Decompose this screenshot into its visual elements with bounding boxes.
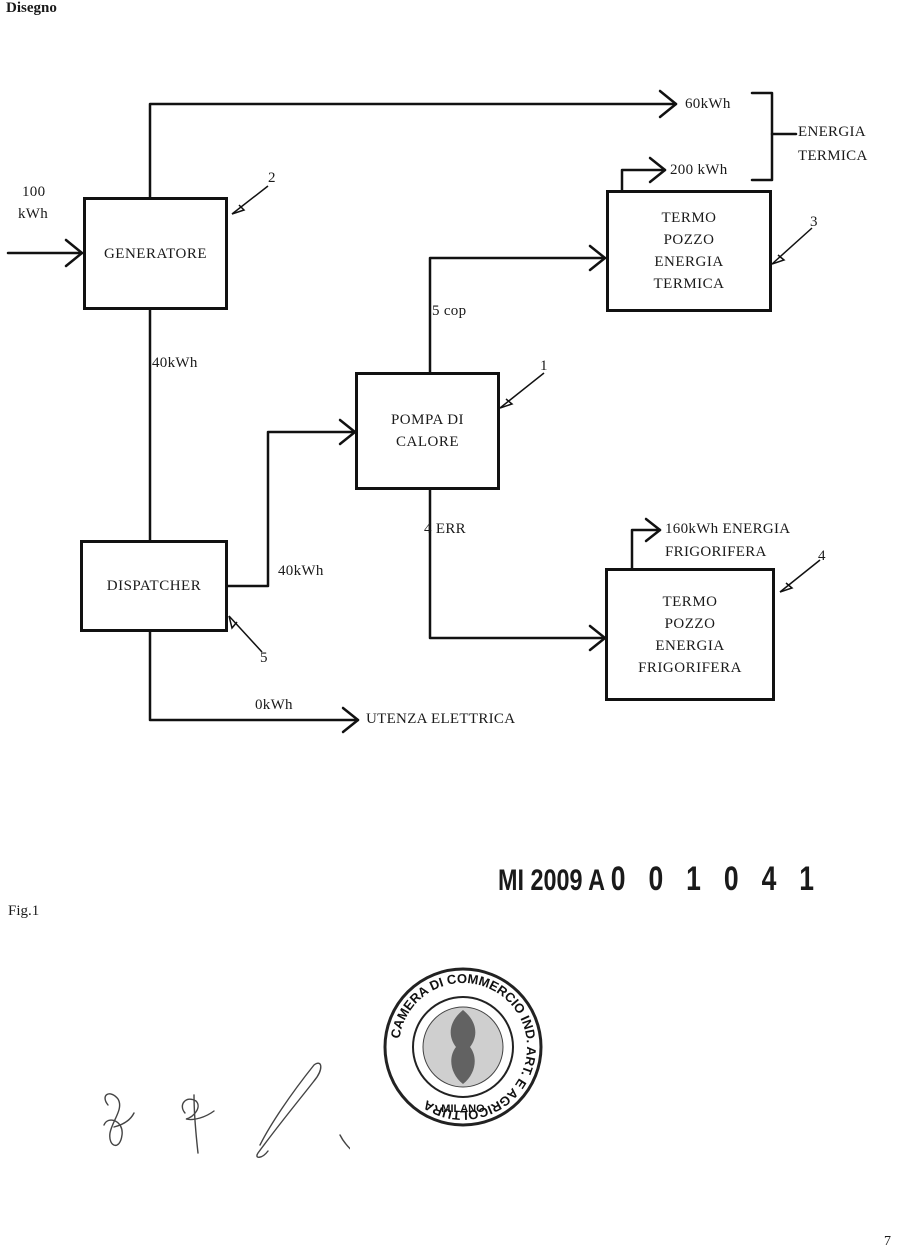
pompa-line-2: CALORE [396,434,459,450]
termo-termica-line-1: TERMO [661,210,717,226]
energia-termica-line-2: TERMICA [798,148,868,164]
callout-3: 3 [810,214,818,230]
termo-termica-line-3: ENERGIA [654,254,724,270]
stamp-inner-text: MILANO [441,1103,485,1115]
callout-5: 5 [260,650,268,666]
signatures [103,1062,350,1158]
dispatcher-box: DISPATCHER [80,540,228,632]
gen-to-dispatcher-label: 40kWh [152,355,198,371]
energia-termica-line-1: ENERGIA [798,124,866,140]
dispatcher-to-pompa-label: 40kWh [278,563,324,579]
figure-label: Fig.1 [8,903,40,919]
dispatcher-label: DISPATCHER [106,578,202,594]
utenza-elettrica-label: UTENZA ELETTRICA [366,711,516,727]
callout-4: 4 [818,548,826,564]
application-number: MI 2009 A 0 0 1 0 4 1 [498,860,822,899]
pompa-di-calore-box: POMPA DI CALORE [355,372,500,490]
chamber-stamp: CAMERA DI COMMERCIO IND. ART. E AGRICOLT… [383,967,543,1127]
thermal-60-label: 60kWh [685,96,731,112]
termo-frigorifera-line-1: TERMO [662,593,718,610]
pompa-line-1: POMPA DI [390,412,465,428]
generatore-box: GENERATORE [83,197,228,310]
application-digits: 0 0 1 0 4 1 [610,860,822,898]
termo-pozzo-frigorifera-box: TERMO POZZO ENERGIA FRIGORIFERA [605,568,775,701]
termo-pozzo-termica-box: TERMO POZZO ENERGIA TERMICA [606,190,772,312]
termo-frigorifera-line-2: POZZO [664,615,716,632]
cop-label: 5 cop [432,303,467,319]
input-unit: kWh [18,206,49,222]
callout-1: 1 [540,358,548,374]
page-heading: Disegno [6,0,57,16]
callout-2: 2 [268,170,276,186]
utenza-value-label: 0kWh [255,697,293,713]
frigorifera-out-line-1: 160kWh ENERGIA [665,521,791,537]
input-value: 100 [22,184,46,200]
application-prefix: MI 2009 A [498,864,605,897]
termo-termica-line-4: TERMICA [653,276,725,292]
thermal-200-label: 200 kWh [670,162,728,178]
frigorifera-out-line-2: FRIGORIFERA [665,544,767,560]
termo-frigorifera-line-3: ENERGIA [655,637,725,654]
err-label: 4 ERR [424,521,466,537]
termo-frigorifera-line-4: FRIGORIFERA [638,659,742,676]
generatore-label: GENERATORE [103,245,208,262]
termo-termica-line-2: POZZO [663,232,715,248]
page-number: 7 [884,1234,891,1249]
